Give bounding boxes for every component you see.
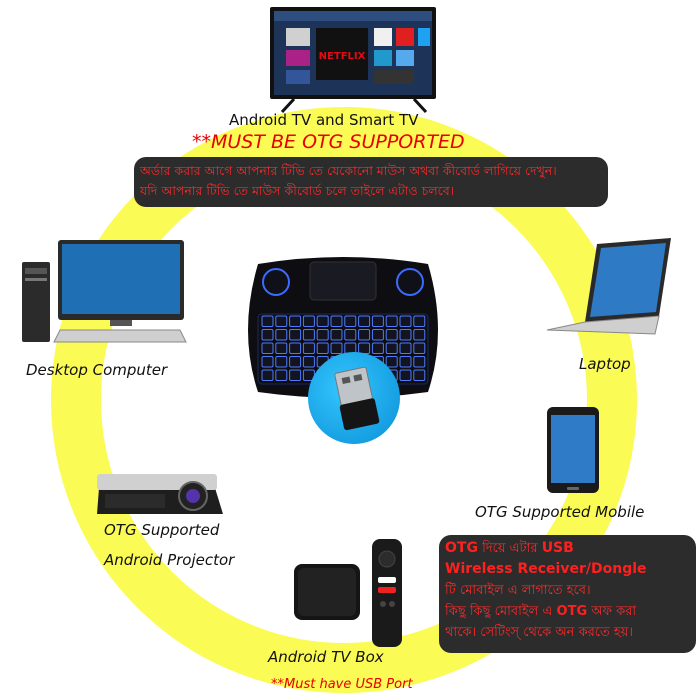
callout-bottom-line2: Wireless Receiver/Dongle (445, 561, 647, 577)
callout-bottom-line5: থাকে। সেটিংস্ থেকে অন করতে হয়। (445, 625, 634, 640)
keyboard-key (302, 356, 315, 368)
keyboard-key (261, 329, 274, 341)
remote-control-image (372, 539, 402, 647)
keyboard-key (399, 329, 412, 341)
keyboard-key (302, 315, 315, 327)
mobile-label: OTG Supported Mobile (475, 503, 645, 521)
keyboard-key (371, 329, 384, 341)
keyboard-key (399, 315, 412, 327)
keyboard-key (289, 315, 302, 327)
callout-bottom-text1: দিয়ে এটার (477, 541, 542, 556)
keyboard-key (385, 315, 398, 327)
callout-bottom-line4: কিছু কিছু মোবাইল এ OTG অফ করা (445, 601, 690, 622)
usb-highlight: USB (541, 540, 574, 556)
keyboard-key (330, 342, 343, 354)
keyboard-key (344, 315, 357, 327)
keyboard-key (289, 329, 302, 341)
keyboard-key (385, 329, 398, 341)
keyboard-key (413, 356, 426, 368)
keyboard-key (275, 342, 288, 354)
bottom-callout: OTG দিয়ে এটার USB Wireless Receiver/Don… (439, 535, 696, 653)
keyboard-key (261, 315, 274, 327)
keyboard-key (289, 369, 302, 381)
keyboard-key (275, 315, 288, 327)
keyboard-key (399, 342, 412, 354)
keyboard-key (261, 342, 274, 354)
callout-top-line1: অর্ডার করার আগে আপনার টিভি তে যেকোনো মাউ… (140, 163, 557, 178)
keyboard-key (413, 342, 426, 354)
netflix-logo: NETFLIX (319, 51, 366, 62)
keyboard-key (289, 342, 302, 354)
keyboard-key (413, 369, 426, 381)
projector-label-line1: OTG Supported (104, 521, 220, 539)
tv-box-image (294, 564, 360, 620)
keyboard-key (302, 329, 315, 341)
keyboard-key (344, 329, 357, 341)
tv-label: Android TV and Smart TV (229, 111, 419, 129)
keyboard-key (302, 342, 315, 354)
keyboard-key (371, 315, 384, 327)
top-callout: অর্ডার করার আগে আপনার টিভি তে যেকোনো মাউ… (134, 157, 608, 207)
keyboard-key (261, 356, 274, 368)
keyboard-key (413, 329, 426, 341)
keyboard-key (275, 356, 288, 368)
keyboard-key (289, 356, 302, 368)
keyboard-key (261, 369, 274, 381)
keyboard-key (358, 315, 371, 327)
keyboard-key (275, 369, 288, 381)
projector-image (97, 474, 223, 514)
keyboard-key (316, 342, 329, 354)
callout-bottom-line4-a: কিছু কিছু মোবাইল এ (445, 604, 557, 619)
otg-required-label: **MUST BE OTG SUPPORTED (192, 131, 465, 153)
smart-tv-image: NETFLIX (270, 7, 436, 114)
mobile-phone-image (547, 407, 599, 493)
keyboard-key (399, 356, 412, 368)
laptop-label: Laptop (579, 355, 631, 373)
tvbox-label: Android TV Box (268, 648, 384, 666)
otg-highlight-2: OTG (556, 604, 588, 619)
projector-label-line2: Android Projector (104, 551, 235, 569)
keyboard-key (385, 342, 398, 354)
keyboard-key (316, 329, 329, 341)
callout-bottom-line3: টি মোবাইল এ লাগাতে হবে। (445, 583, 591, 598)
desktop-computer-image (22, 240, 187, 343)
keyboard-key (413, 315, 426, 327)
callout-bottom-line4-b: অফ করা (587, 604, 637, 619)
otg-highlight: OTG (445, 540, 478, 556)
keyboard-key (358, 329, 371, 341)
keyboard-key (330, 315, 343, 327)
desktop-label: Desktop Computer (26, 361, 168, 379)
usb-dongle-image (334, 366, 380, 431)
callout-bottom-line1: OTG দিয়ে এটার USB (445, 538, 690, 559)
laptop-image (546, 238, 671, 335)
keyboard-key (330, 329, 343, 341)
keyboard-key (399, 369, 412, 381)
callout-top-line2: যদি আপনার টিভি তে মাউস কীবোর্ড চলে তাইলে… (140, 183, 455, 198)
usb-required-label: **Must have USB Port (271, 677, 413, 692)
keyboard-key (385, 356, 398, 368)
keyboard-key (316, 315, 329, 327)
keyboard-key (371, 342, 384, 354)
keyboard-key (275, 329, 288, 341)
